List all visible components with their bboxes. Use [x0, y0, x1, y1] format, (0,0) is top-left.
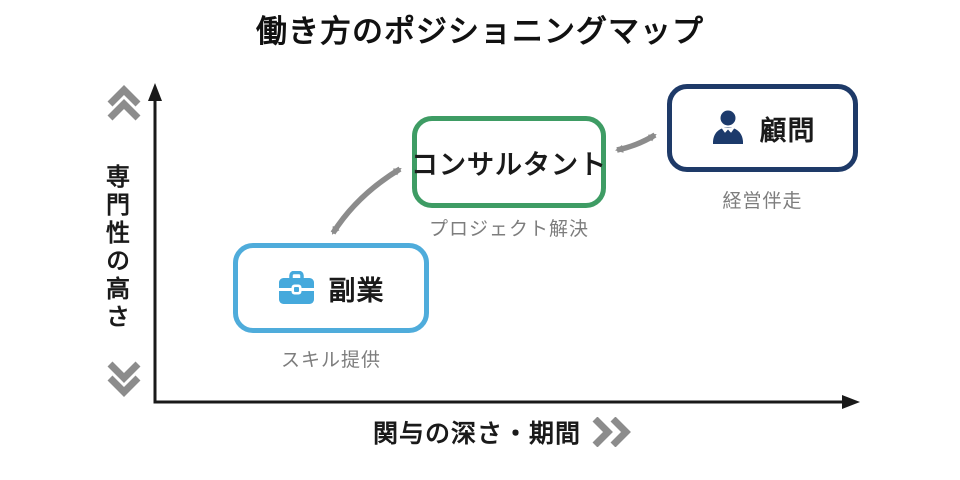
node-fukugyo-label: 副業	[328, 275, 385, 306]
briefcase-icon	[278, 271, 314, 304]
person-icon	[712, 110, 743, 144]
node-komon: 顧問	[667, 84, 858, 172]
chevron-double-right-icon	[592, 417, 631, 447]
y-axis-label: 専門性の高さ	[101, 163, 129, 332]
x-axis-arrowhead-icon	[842, 395, 860, 409]
node-consultant: コンサルタント	[411, 116, 607, 208]
x-axis-label-row: 関与の深さ・期間	[155, 414, 855, 450]
node-fukugyo-caption: スキル提供	[280, 350, 381, 371]
node-komon-label: 顧問	[759, 115, 816, 146]
y-axis-arrowhead-icon	[148, 83, 162, 101]
node-consultant-caption: プロジェクト解決	[428, 219, 589, 240]
x-axis-label: 関与の深さ・期間	[372, 420, 581, 448]
connector-consultant-komon	[615, 132, 657, 153]
y-axis	[148, 83, 162, 402]
x-axis	[153, 395, 860, 409]
page-title: 働き方のポジショニングマップ	[256, 14, 704, 49]
node-fukugyo: 副業	[233, 243, 429, 333]
node-consultant-label: コンサルタント	[411, 149, 607, 180]
chevron-double-down-icon	[107, 361, 141, 397]
chevron-double-up-icon	[107, 85, 141, 121]
connector-fukugyo-consultant	[330, 166, 402, 235]
node-komon-caption: 経営伴走	[722, 191, 803, 212]
